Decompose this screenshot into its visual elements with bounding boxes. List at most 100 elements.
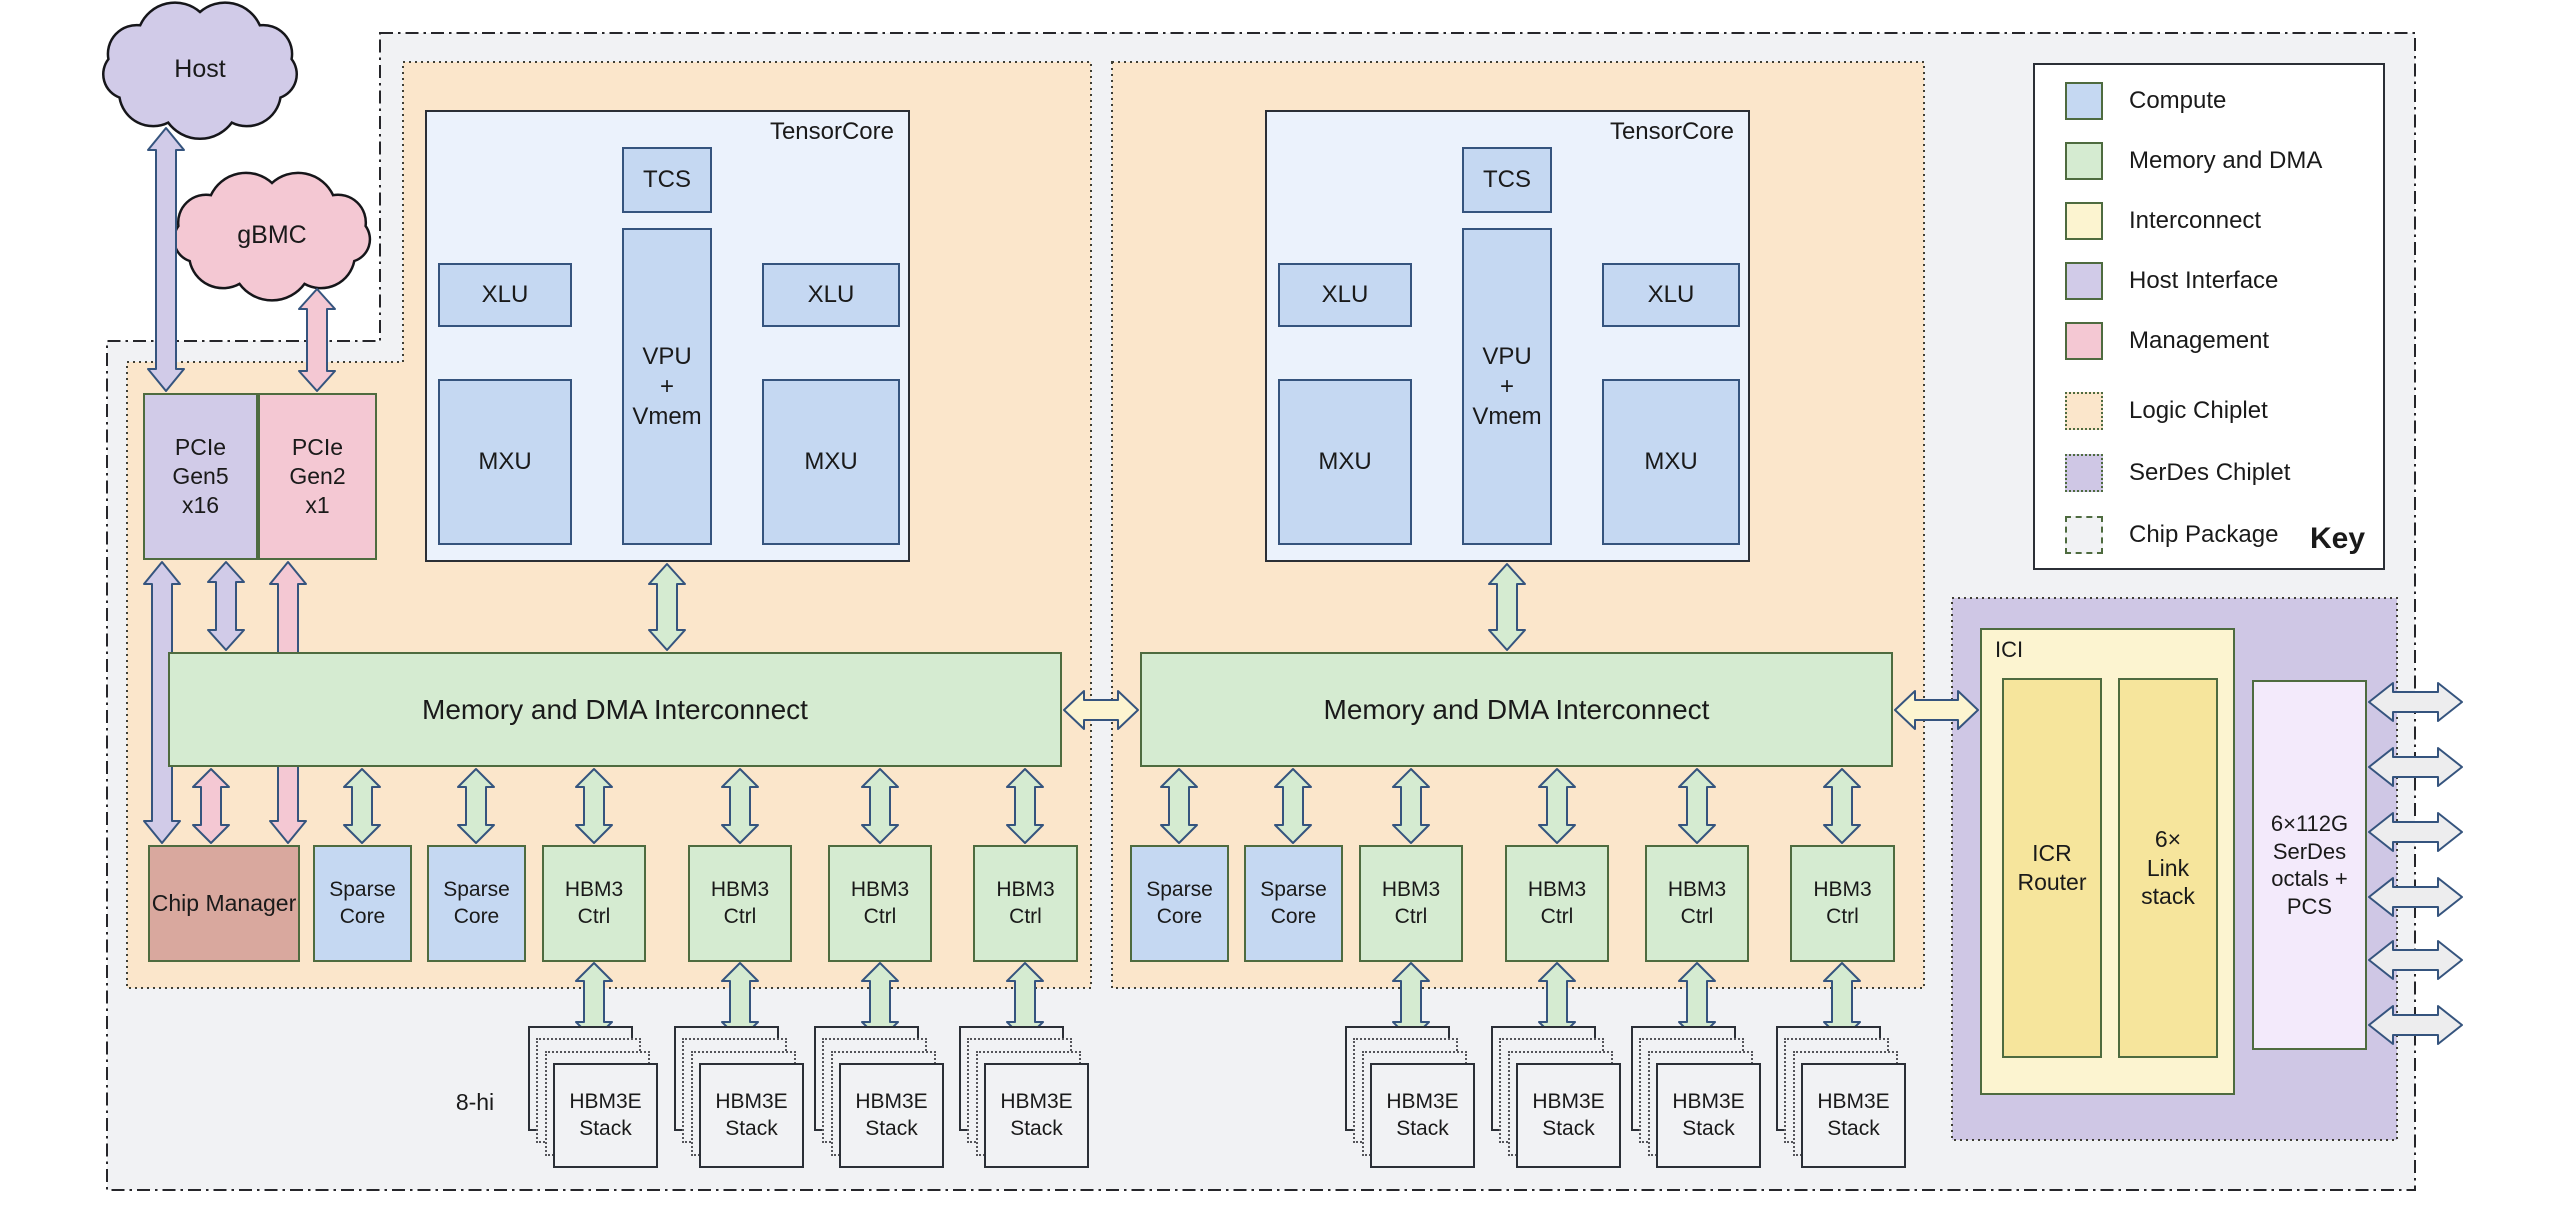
key-swatch-chip-package (2065, 516, 2103, 554)
gbmc-cloud-label: gBMC (237, 220, 307, 249)
xlu-right-box: XLU (1602, 263, 1740, 327)
sparse-core-box: Sparse Core (1130, 845, 1229, 962)
interconnect1-to-block-arrow (343, 768, 381, 844)
xlu-right-box: XLU (762, 263, 900, 327)
sparse-core-box: Sparse Core (1244, 845, 1343, 962)
pcie-gen2-box: PCIe Gen2 x1 (258, 393, 377, 560)
key-item-label: Logic Chiplet (2129, 397, 2268, 424)
mxu-left-box: MXU (438, 379, 572, 545)
hbm3e-stack-front: HBM3E Stack (699, 1063, 804, 1168)
serdes-external-link-arrow (2368, 747, 2463, 787)
hbm3e-stack-front: HBM3E Stack (1801, 1063, 1906, 1168)
key-item-label: SerDes Chiplet (2129, 459, 2291, 486)
serdes-external-link-arrow (2368, 812, 2463, 852)
hbm3e-stack-front: HBM3E Stack (1370, 1063, 1475, 1168)
host-cloud-label: Host (174, 54, 226, 83)
hbm3-ctrl-box: HBM3 Ctrl (1505, 845, 1609, 962)
tensorcore1-to-interconnect-arrow (648, 563, 686, 651)
interconnect2-to-block-arrow (1538, 768, 1576, 844)
pcie-gen5-to-chip-manager-arrow (143, 561, 181, 844)
key-item-label: Compute (2129, 87, 2227, 114)
hbm3-ctrl-box: HBM3 Ctrl (688, 845, 792, 962)
host-cloud (102, 1, 298, 140)
interconnect1-to-block-arrow (721, 768, 759, 844)
key-swatch-serdes-chiplet (2065, 454, 2103, 492)
key-item-memory: Memory and DMA (2065, 141, 2322, 181)
interconnect1-to-block-arrow (861, 768, 899, 844)
vpu-vmem-box: VPU + Vmem (1462, 228, 1552, 545)
interconnect2-to-block-arrow (1678, 768, 1716, 844)
key-swatch-logic-chiplet (2065, 392, 2103, 430)
chip-manager-box: Chip Manager (148, 845, 300, 962)
sparse-core-box: Sparse Core (313, 845, 412, 962)
hbm3e-stack-front: HBM3E Stack (1656, 1063, 1761, 1168)
serdes-external-link-arrow (2368, 1005, 2463, 1045)
mxu-right-box: MXU (762, 379, 900, 545)
key-swatch-memory (2065, 142, 2103, 180)
serdes-external-link-arrow (2368, 877, 2463, 917)
xlu-left-box: XLU (1278, 263, 1412, 327)
serdes-external-link-arrow (2368, 682, 2463, 722)
mxu-right-box: MXU (1602, 379, 1740, 545)
gbmc-to-pcie-gen2-arrow (298, 288, 336, 392)
key-item-compute: Compute (2065, 81, 2226, 121)
key-item-management: Management (2065, 321, 2269, 361)
host-to-pcie-gen5-arrow (147, 127, 185, 392)
interconnect1-to-block-arrow (1006, 768, 1044, 844)
interconnect1-to-block-arrow (575, 768, 613, 844)
gbmc-cloud (172, 171, 372, 302)
key-swatch-management (2065, 322, 2103, 360)
hbm3e-stack-front: HBM3E Stack (1516, 1063, 1621, 1168)
hbm3-ctrl-box: HBM3 Ctrl (828, 845, 932, 962)
interconnect2-to-block-arrow (1274, 768, 1312, 844)
tensorcore-1-title: TensorCore (769, 118, 894, 145)
hbm3e-stack-front: HBM3E Stack (553, 1063, 658, 1168)
interconnect1-to-block-arrow (457, 768, 495, 844)
key-item-label: Host Interface (2129, 267, 2279, 294)
interconnect2-to-block-arrow (1160, 768, 1198, 844)
vpu-vmem-box: VPU + Vmem (622, 228, 712, 545)
interconnect-to-chip-manager-arrow (192, 768, 230, 844)
link-stack-box: 6× Link stack (2118, 678, 2218, 1058)
xlu-left-box: XLU (438, 263, 572, 327)
key-swatch-host (2065, 262, 2103, 300)
key-item-label: Interconnect (2129, 207, 2262, 234)
key-item-interconnect: Interconnect (2065, 201, 2261, 241)
sparse-core-box: Sparse Core (427, 845, 526, 962)
hbm3-ctrl-box: HBM3 Ctrl (542, 845, 646, 962)
mxu-left-box: MXU (1278, 379, 1412, 545)
key-box (2033, 63, 2385, 570)
key-item-host: Host Interface (2065, 261, 2278, 301)
ici-title: ICI (1995, 637, 2024, 662)
interconnect2-to-block-arrow (1823, 768, 1861, 844)
key-item-label: Chip Package (2129, 521, 2279, 548)
tensorcore-2-title: TensorCore (1609, 118, 1734, 145)
pcie-gen5-box: PCIe Gen5 x16 (143, 393, 258, 560)
key-swatch-interconnect (2065, 202, 2103, 240)
interconnect2-to-block-arrow (1392, 768, 1430, 844)
hbm3e-stack-front: HBM3E Stack (839, 1063, 944, 1168)
memory-dma-interconnect-2-box: Memory and DMA Interconnect (1140, 652, 1893, 767)
key-item-label: Management (2129, 327, 2270, 354)
stack-height-note: 8-hi (455, 1088, 495, 1115)
hbm3-ctrl-box: HBM3 Ctrl (1645, 845, 1749, 962)
pcie-gen5-to-interconnect-arrow (207, 561, 245, 651)
hbm3-ctrl-box: HBM3 Ctrl (973, 845, 1078, 962)
hbm3-ctrl-box: HBM3 Ctrl (1790, 845, 1895, 962)
tcs-box: TCS (1462, 147, 1552, 213)
interconnect1-to-interconnect2-arrow (1063, 690, 1139, 730)
key-item-logic-chiplet: Logic Chiplet (2065, 391, 2268, 431)
key-swatch-compute (2065, 82, 2103, 120)
serdes-octals-box: 6×112G SerDes octals + PCS (2252, 680, 2367, 1050)
key-item-chip-package: Chip Package (2065, 515, 2278, 555)
icr-router-box: ICR Router (2002, 678, 2102, 1058)
hbm3-ctrl-box: HBM3 Ctrl (1359, 845, 1463, 962)
key-item-serdes-chiplet: SerDes Chiplet (2065, 453, 2290, 493)
hbm3e-stack-front: HBM3E Stack (984, 1063, 1089, 1168)
serdes-external-link-arrow (2368, 940, 2463, 980)
key-item-label: Memory and DMA (2129, 147, 2323, 174)
key-title: Key (2310, 522, 2366, 555)
tensorcore2-to-interconnect-arrow (1488, 563, 1526, 651)
tcs-box: TCS (622, 147, 712, 213)
